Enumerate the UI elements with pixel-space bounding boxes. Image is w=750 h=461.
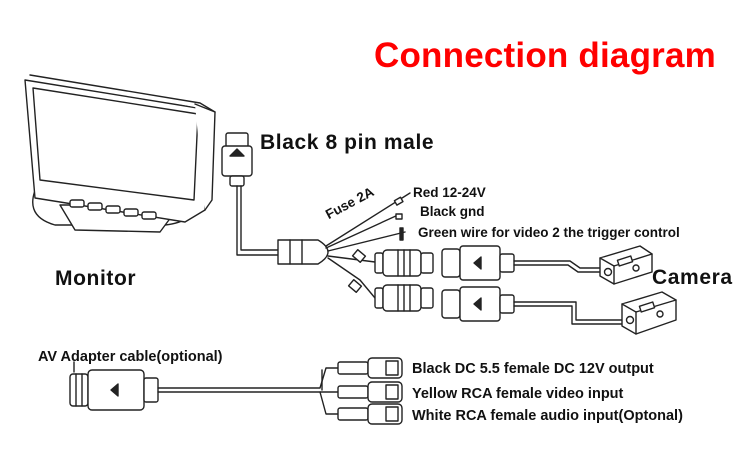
camera-2-illustration: [621, 291, 677, 335]
dc-output-label: Black DC 5.5 female DC 12V output: [412, 361, 654, 377]
aviation-male-connector-2: [441, 286, 515, 322]
monitor-label: Monitor: [55, 267, 137, 290]
camera-1-illustration: [599, 245, 653, 285]
camera-label: Camera: [652, 266, 733, 289]
av-adapter-label: AV Adapter cable(optional): [38, 349, 223, 365]
video-input-label: Yellow RCA female video input: [412, 386, 624, 402]
audio-input-label: White RCA female audio input(Optonal): [412, 408, 683, 424]
monitor-illustration: [24, 74, 216, 233]
red-wire-label: Red 12-24V: [413, 185, 486, 200]
diagram-title: Connection diagram: [374, 36, 716, 75]
aviation-male-connector-1: [441, 245, 515, 281]
black-gnd-label: Black gnd: [420, 204, 485, 219]
monitor-buttons: [69, 199, 157, 220]
white-rca-female-jack: [337, 403, 403, 425]
yellow-rca-female-jack: [337, 381, 403, 403]
eight-pin-connector: [221, 132, 253, 187]
aviation-female-connector-1: [374, 249, 434, 277]
green-wire-label: Green wire for video 2 the trigger contr…: [418, 225, 680, 240]
aviation-female-connector-2: [374, 284, 434, 312]
splitter: [277, 239, 329, 265]
av-adapter-connector: [69, 361, 159, 411]
pin-connector-label: Black 8 pin male: [260, 131, 435, 154]
dc-female-jack: [337, 357, 403, 379]
